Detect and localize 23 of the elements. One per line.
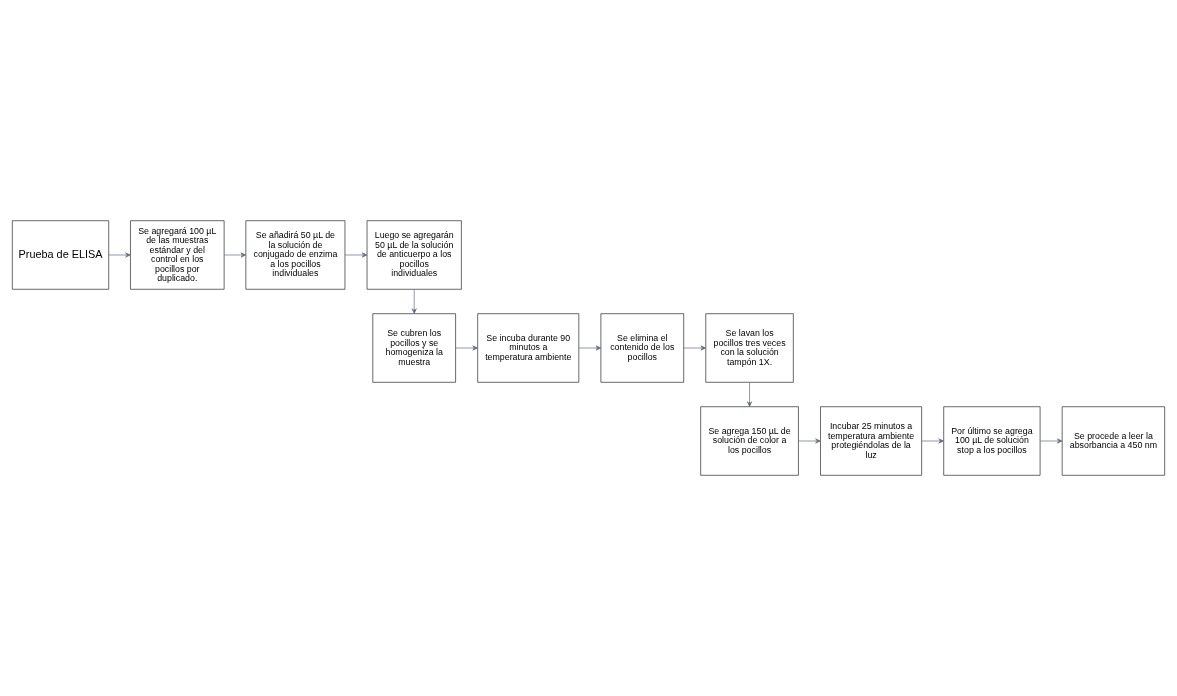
arrow (224, 252, 247, 258)
arrow (455, 345, 478, 351)
node-box: Por último se agrega 100 µL de solución stop a los pocillos (943, 406, 1041, 476)
node-box: Se agrega 150 µL de solución de color a los pocillos (700, 406, 799, 476)
arrow (344, 252, 368, 258)
arrow (411, 288, 417, 314)
node-box: Se agregará 100 µL de las muestras estándar y del control en los pocillos por duplicado. (130, 220, 225, 290)
node-box: Se lavan los pocillos tres veces con la solución tampón 1X. (705, 313, 794, 383)
node-box: Incubar 25 minutos a temperatura ambiente protegiéndolas de la luz (820, 406, 922, 476)
node-box: Prueba de ELISA (12, 220, 110, 290)
arrow (1040, 438, 1063, 444)
arrow (798, 438, 821, 444)
arrow (921, 438, 944, 444)
node-box: Se añadirá 50 µL de la solución de conjugado de enzima a los pocillos individuales (245, 220, 346, 290)
node-box: Se procede a leer la absorbancia a 450 nm (1061, 406, 1165, 476)
node-box: Se incuba durante 90 minutos a temperatura ambiente (477, 313, 580, 383)
node-box: Se elimina el contenido de los pocillos (600, 313, 685, 383)
node-box: Luego se agregarán 50 µL de la solución de anticuerpo a los pocillos individuales (366, 220, 462, 290)
node-box: Se cubren los pocillos y se homogeniza la muestra (372, 313, 456, 383)
arrow (578, 345, 602, 351)
arrow (747, 381, 753, 407)
arrow (683, 345, 706, 351)
arrow (108, 252, 131, 258)
